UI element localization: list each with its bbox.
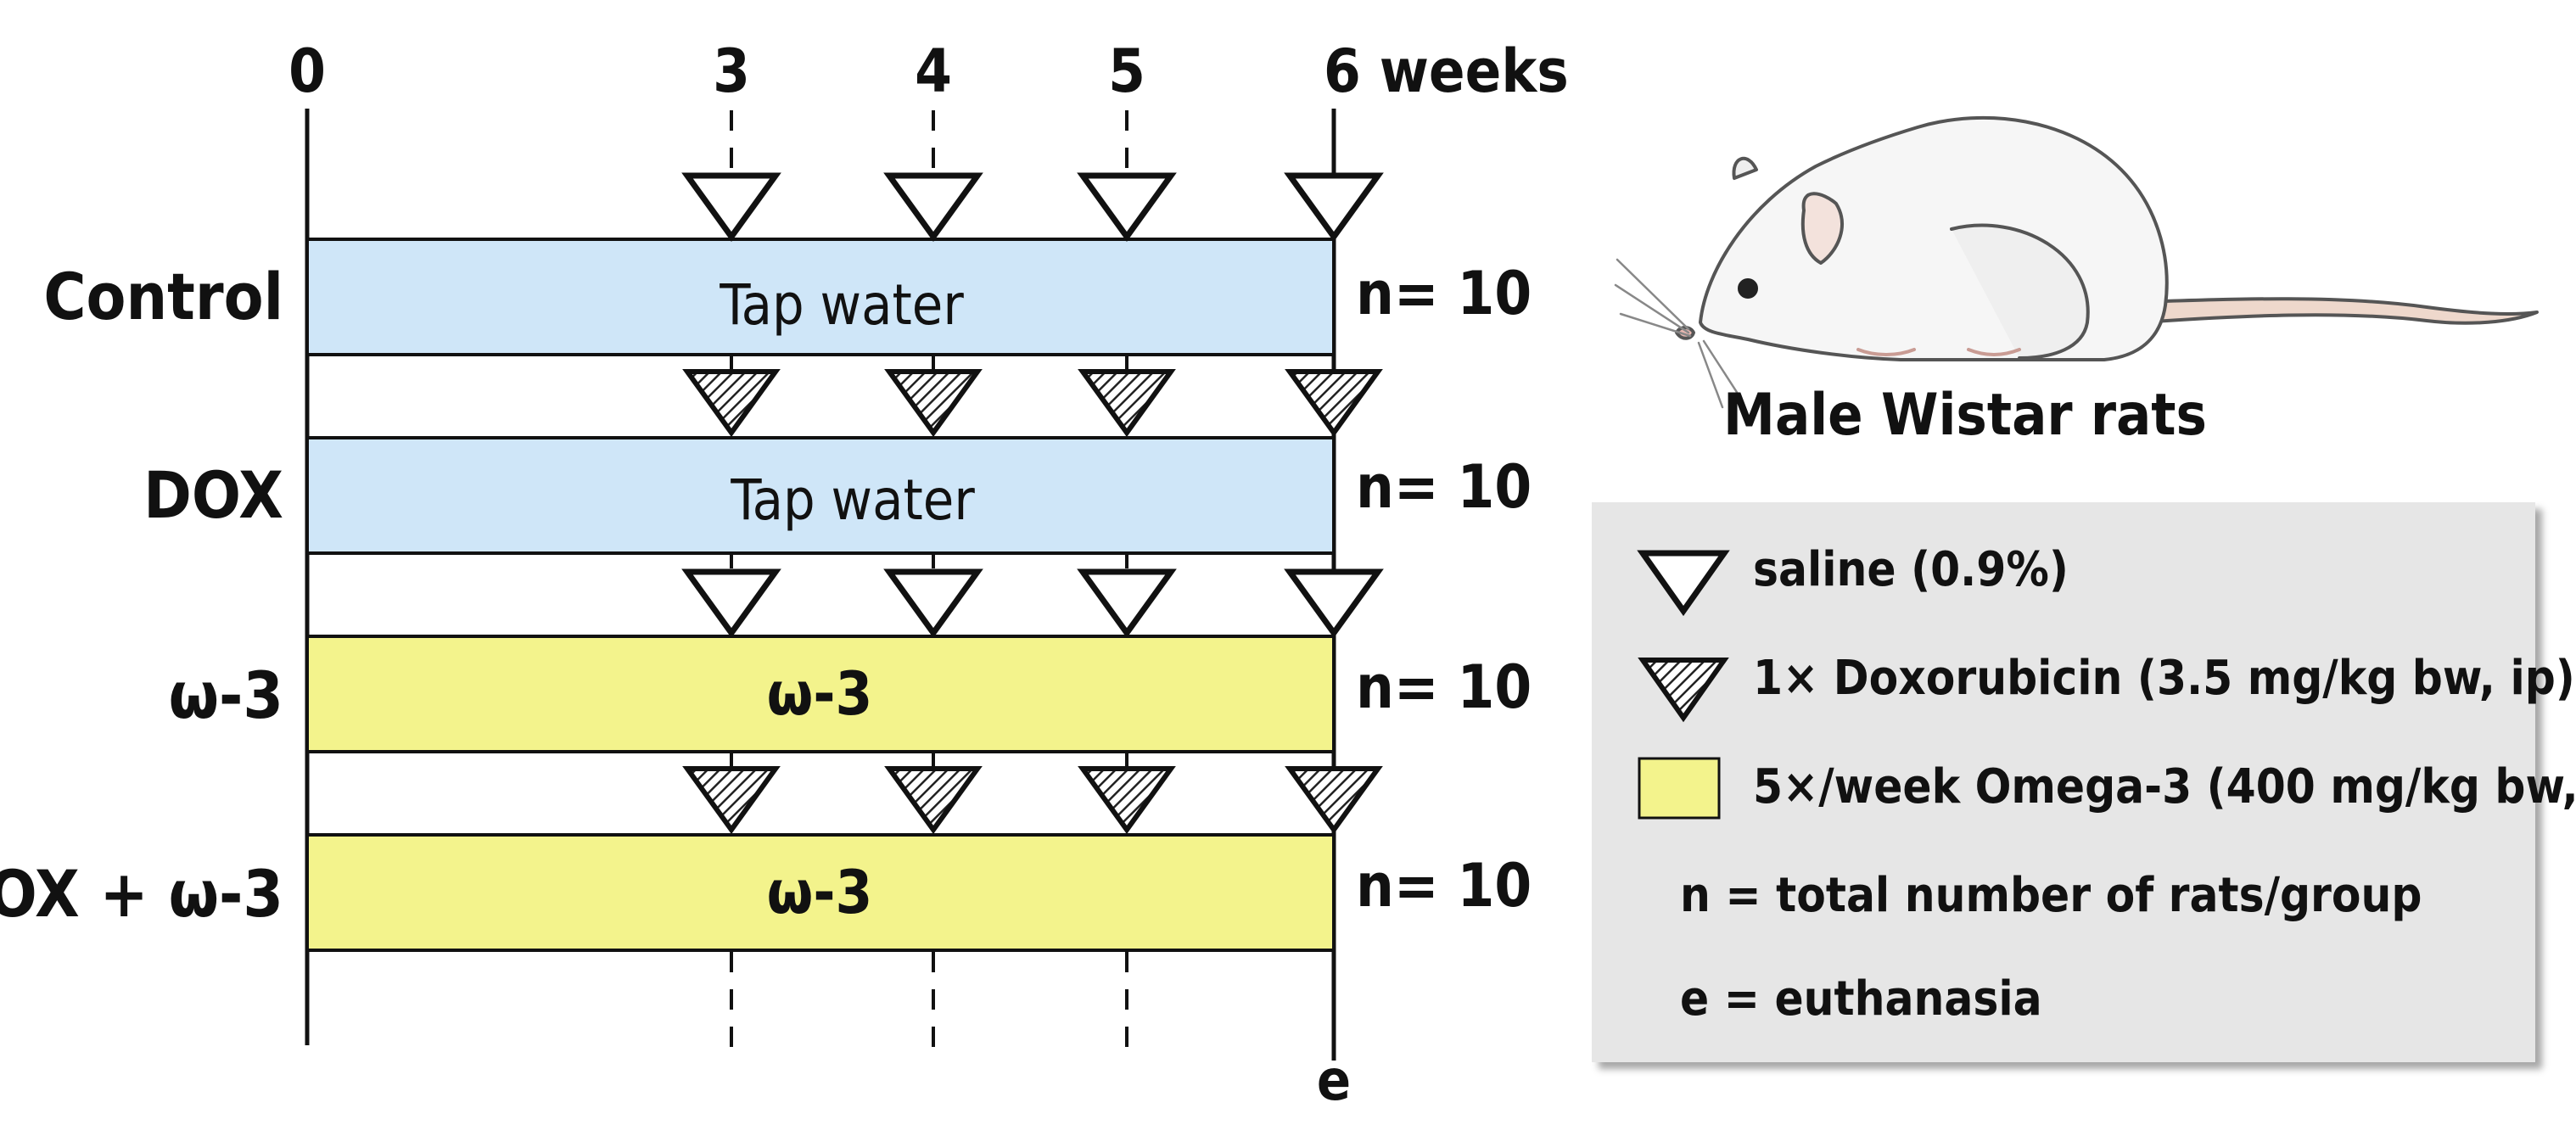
legend-saline-label: saline (0.9%) bbox=[1753, 542, 2069, 597]
euthanasia-marker: e bbox=[1317, 1048, 1351, 1113]
group-row-dox: DOX Tap water n= 10 bbox=[143, 436, 1532, 555]
rat-illustration bbox=[1614, 115, 2539, 409]
legend-n-note: n = total number of rats/group bbox=[1680, 868, 2422, 923]
tick-label-3: 3 bbox=[713, 36, 750, 106]
legend-omega3-swatch bbox=[1638, 757, 1721, 820]
treatment-label-dox: Tap water bbox=[730, 467, 975, 533]
treatment-label-control: Tap water bbox=[719, 272, 964, 338]
legend-doxorubicin-icon bbox=[1638, 658, 1729, 723]
dashed-week-guides bbox=[730, 110, 1128, 1052]
group-row-omega3: ω-3 ω-3 n= 10 bbox=[169, 635, 1532, 753]
solid-week-connectors bbox=[730, 355, 1128, 767]
tick-label-0: 0 bbox=[288, 36, 326, 106]
group-row-dox-omega3: DOX + ω-3 ω-3 n= 10 bbox=[0, 833, 1532, 952]
treatment-bar-dox bbox=[305, 436, 1336, 555]
treatment-bar-dox-omega3 bbox=[305, 833, 1336, 952]
tick-label-4: 4 bbox=[915, 36, 952, 106]
legend-panel bbox=[1592, 502, 2535, 1062]
legend-e-note: e = euthanasia bbox=[1680, 971, 2042, 1027]
doxorubicin-triangle-marker bbox=[682, 369, 1383, 438]
tick-label-6-weeks: 6 weeks bbox=[1324, 36, 1569, 106]
group-count-control: n= 10 bbox=[1356, 259, 1532, 328]
doxorubicin-triangle-marker bbox=[682, 766, 1383, 835]
group-count-omega3: n= 10 bbox=[1356, 652, 1532, 722]
saline-triangle-marker bbox=[681, 172, 1384, 242]
group-label-dox: DOX bbox=[143, 457, 283, 533]
legend-omega3-label: 5×/week Omega-3 (400 mg/kg bw, ig) bbox=[1753, 759, 2576, 814]
group-label-dox-omega3: DOX + ω-3 bbox=[0, 856, 283, 932]
animal-caption: Male Wistar rats bbox=[1723, 382, 2207, 449]
group-count-dox: n= 10 bbox=[1356, 452, 1532, 522]
treatment-label-dox-omega3: ω-3 bbox=[767, 858, 873, 927]
legend: saline (0.9%) 1× Doxorubicin (3.5 mg/kg … bbox=[1637, 542, 2576, 1027]
group-row-control: Control Tap water n= 10 bbox=[43, 238, 1532, 356]
group-label-omega3: ω-3 bbox=[169, 658, 283, 733]
tick-label-5: 5 bbox=[1108, 36, 1145, 106]
legend-doxorubicin-label: 1× Doxorubicin (3.5 mg/kg bw, ip) bbox=[1753, 651, 2575, 706]
group-label-control: Control bbox=[43, 259, 283, 334]
treatment-label-omega3: ω-3 bbox=[767, 659, 873, 729]
legend-saline-icon bbox=[1637, 550, 1730, 617]
saline-triangle-marker bbox=[681, 568, 1384, 638]
group-count-dox-omega3: n= 10 bbox=[1356, 851, 1532, 921]
treatment-bar-omega3 bbox=[305, 635, 1336, 753]
treatment-bar-control bbox=[305, 238, 1336, 356]
